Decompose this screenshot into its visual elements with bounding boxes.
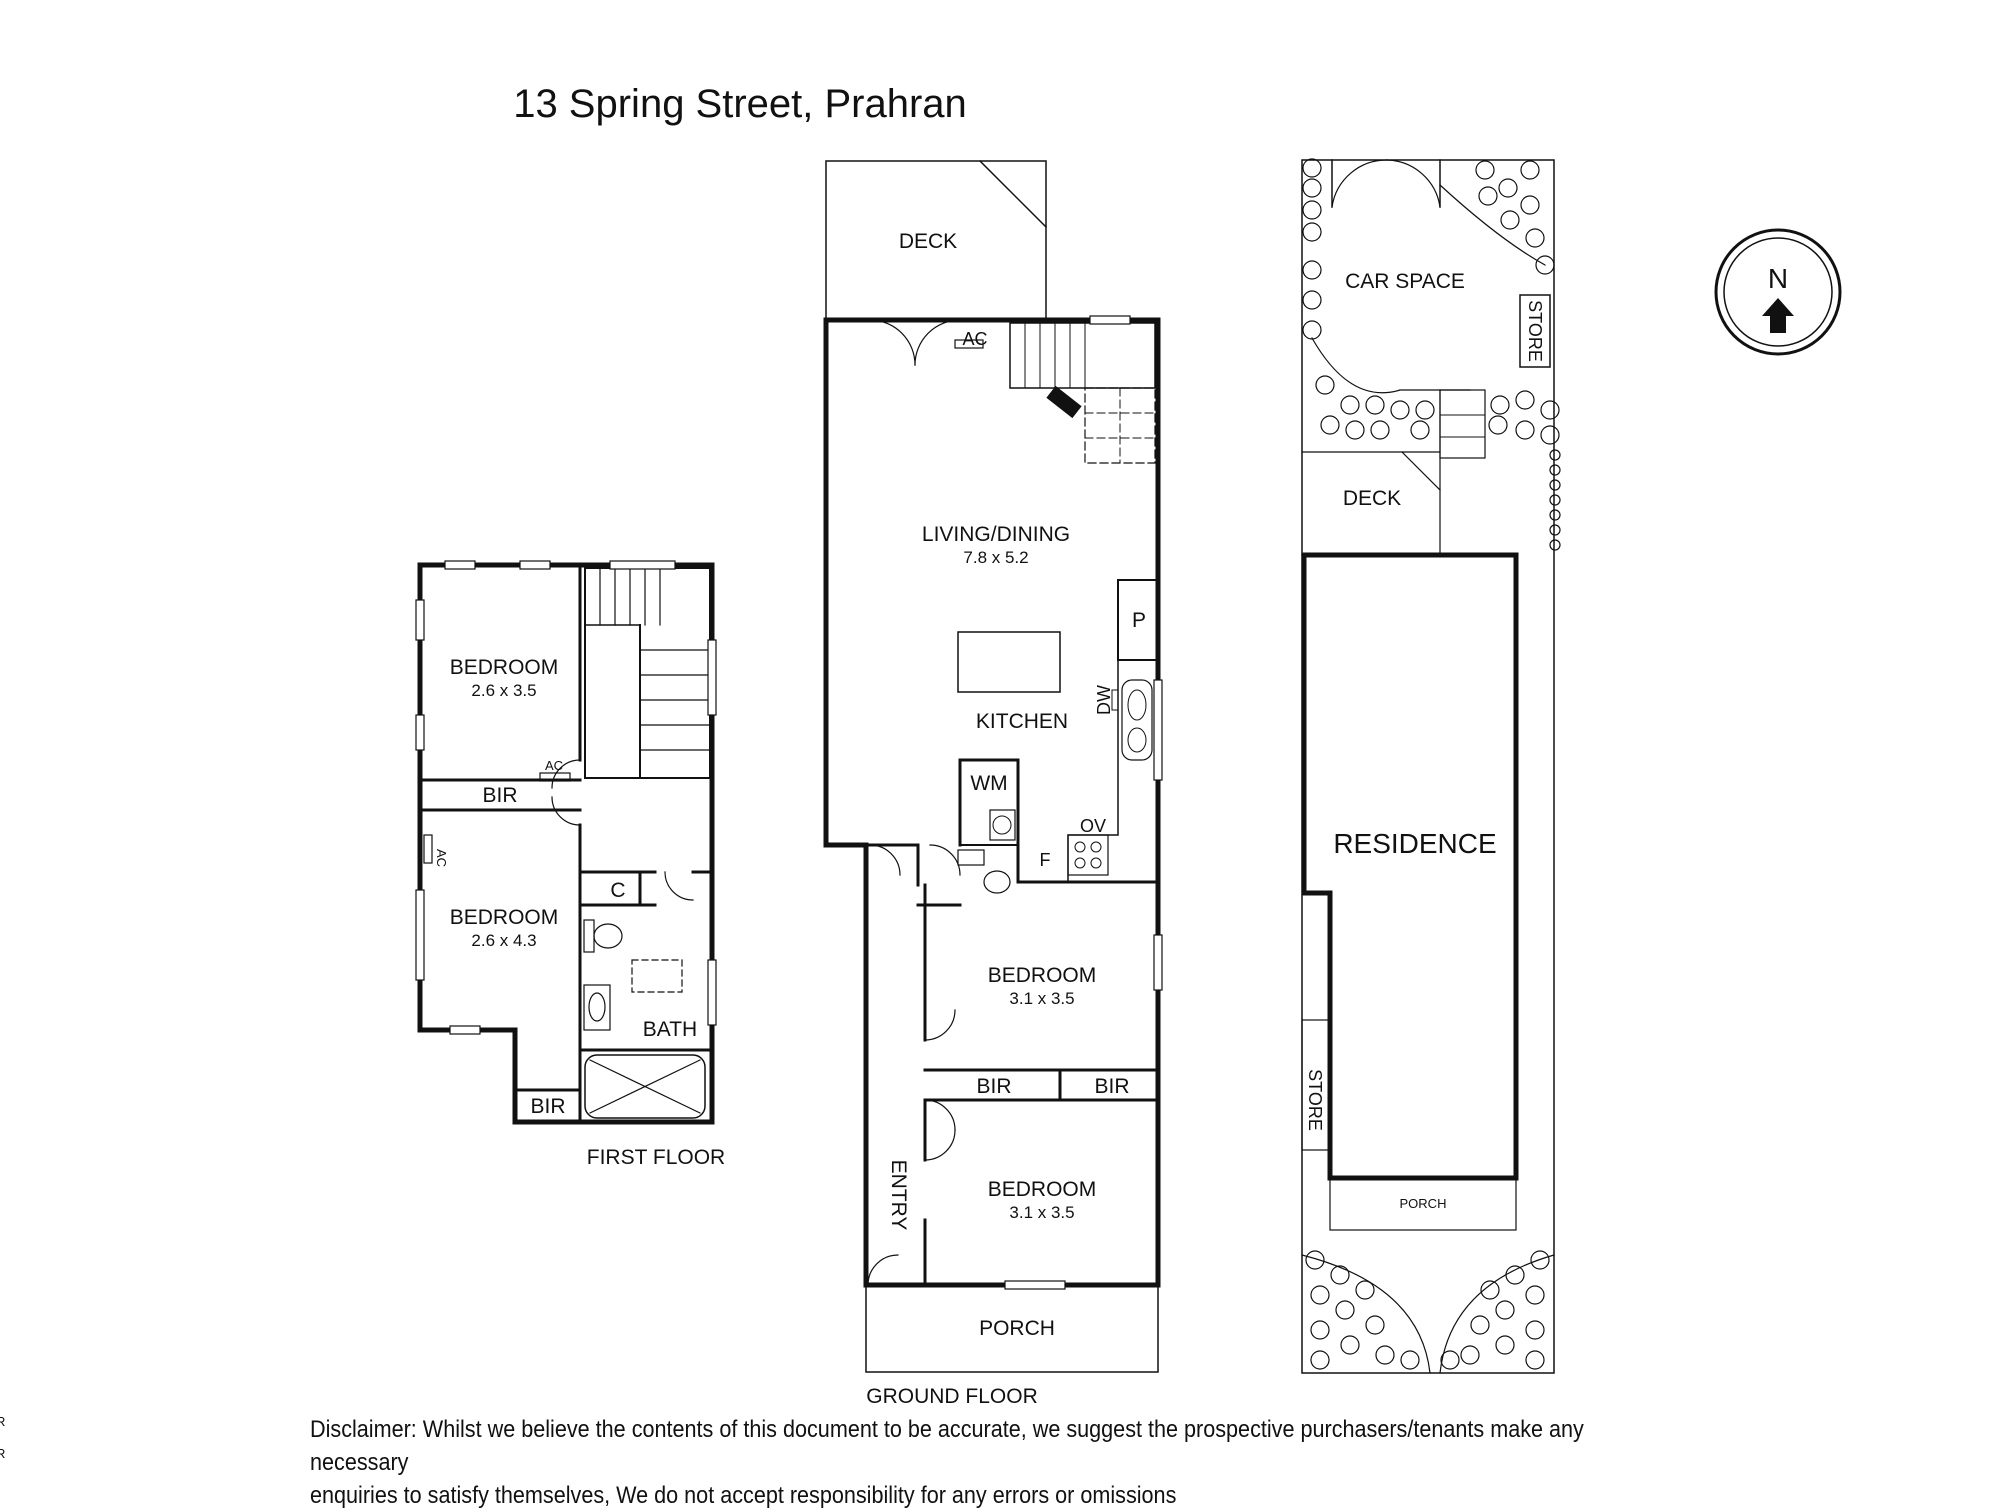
first-floor-caption: FIRST FLOOR: [587, 1146, 725, 1169]
ff-bir-1-label: BIR: [482, 784, 517, 807]
first-floor-labels: BEDROOM 2.6 x 3.5 BIR AC AC BEDROOM 2.6 …: [434, 656, 725, 1169]
site-deck-label: DECK: [1343, 487, 1401, 510]
gf-bir-2-label: BIR: [1094, 1075, 1129, 1098]
gf-outer-wall: [823, 317, 1161, 1288]
residence-outline: [1301, 552, 1519, 1181]
gf-pantry-label: P: [1132, 609, 1146, 632]
gf-living-dims: 7.8 x 5.2: [963, 548, 1028, 567]
site-store-side-label: STORE: [1305, 1069, 1325, 1131]
ground-floor-labels: DECK AC LIVING/DINING 7.8 x 5.2 P DW KIT…: [866, 230, 1146, 1408]
first-floor-plan: [415, 560, 717, 1125]
ff-cupboard-label: C: [610, 879, 625, 902]
ground-floor-caption: GROUND FLOOR: [866, 1385, 1038, 1408]
gf-deck-label: DECK: [899, 230, 957, 253]
gf-bedroom-2-dims: 3.1 x 3.5: [1009, 1203, 1074, 1222]
disclaimer-line-2: enquiries to satisfy themselves, We do n…: [310, 1482, 1177, 1509]
ff-ac-1-label: AC: [545, 758, 563, 773]
gf-laundry-label: WM: [970, 772, 1007, 795]
gf-deck-outline: [825, 160, 1047, 321]
gf-bedroom-2-label: BEDROOM: [988, 1178, 1097, 1201]
edge-mark-2: R: [0, 1446, 5, 1461]
ff-bedroom-2-dims: 2.6 x 4.3: [471, 931, 536, 950]
north-compass: N: [1714, 228, 1842, 356]
edge-mark-1: R: [0, 1414, 5, 1429]
gf-dishwasher-label: DW: [1094, 685, 1114, 715]
site-store-top-label: STORE: [1525, 300, 1545, 362]
site-car-space-label: CAR SPACE: [1345, 270, 1465, 293]
site-porch-label: PORCH: [1400, 1196, 1447, 1211]
ff-bath-label: BATH: [643, 1018, 697, 1041]
gf-porch-label: PORCH: [979, 1317, 1055, 1340]
gf-fridge-label: F: [1040, 850, 1051, 870]
gf-bedroom-1-dims: 3.1 x 3.5: [1009, 989, 1074, 1008]
north-arrow-icon: [1762, 298, 1794, 333]
gf-ac-label: AC: [962, 329, 987, 349]
ff-bedroom-1-dims: 2.6 x 3.5: [471, 681, 536, 700]
ff-ac-2-label: AC: [434, 849, 449, 867]
site-residence-label: RESIDENCE: [1333, 828, 1496, 859]
ground-floor-plan: [823, 159, 1163, 1373]
gf-entry-label: ENTRY: [887, 1160, 910, 1231]
gf-oven-label: OV: [1080, 816, 1106, 836]
ff-bir-2-label: BIR: [530, 1095, 565, 1118]
gf-kitchen-label: KITCHEN: [976, 710, 1068, 733]
gf-porch-outline: [865, 1284, 1159, 1373]
first-floor-outer-wall: [417, 562, 715, 1125]
ff-bedroom-2-label: BEDROOM: [450, 906, 559, 929]
ff-bedroom-1-label: BEDROOM: [450, 656, 559, 679]
gf-bedroom-1-label: BEDROOM: [988, 964, 1097, 987]
disclaimer-line-1: Disclaimer: Whilst we believe the conten…: [310, 1416, 1584, 1476]
gf-bir-1-label: BIR: [976, 1075, 1011, 1098]
disclaimer: Disclaimer: Whilst we believe the conten…: [310, 1413, 1660, 1512]
site-plan: [1301, 158, 1561, 1374]
page-title: 13 Spring Street, Prahran: [513, 82, 967, 126]
compass-north-label: N: [1768, 263, 1788, 294]
gf-living-label: LIVING/DINING: [922, 523, 1070, 546]
site-plan-labels: CAR SPACE STORE DECK RESIDENCE STORE POR…: [1305, 270, 1545, 1211]
